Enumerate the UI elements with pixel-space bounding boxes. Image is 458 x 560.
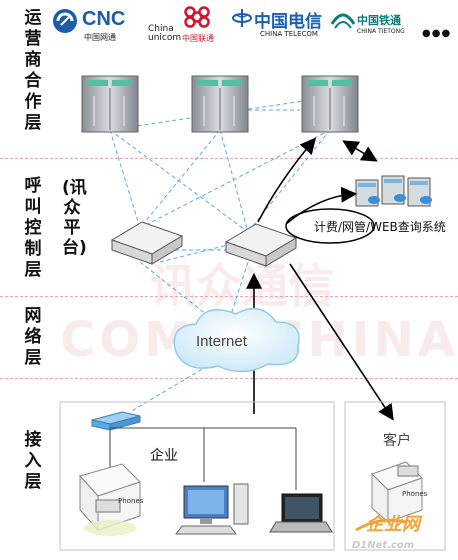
telecom-emblem-icon <box>232 9 252 27</box>
switch-right <box>224 223 298 267</box>
switch-left <box>110 221 184 265</box>
site-mark-swoosh <box>355 518 407 532</box>
layer-divider-3 <box>0 378 458 379</box>
billing-servers <box>355 175 432 207</box>
internet-label: Internet <box>196 333 247 350</box>
carrier-server-2 <box>191 75 249 133</box>
logo-tietong: 中国铁通 CHINA TIETONG <box>330 6 426 44</box>
more-carriers-ellipsis: ●●● <box>422 28 452 39</box>
internet-cloud <box>173 307 300 373</box>
desktop-computer <box>175 483 249 535</box>
laptop <box>269 493 333 533</box>
tietong-wordmark: 中国铁通 <box>357 14 401 27</box>
billing-label: 计费/网管/WEB查询系统 <box>314 220 446 234</box>
customer-label: 客户 <box>383 433 411 449</box>
site-logo-mark: 企业网 <box>366 514 420 535</box>
logo-telecom: 中国电信 CHINA TELECOM <box>232 6 324 44</box>
unicom-name: 中国联通 <box>182 34 214 43</box>
layer-divider-2 <box>0 296 458 297</box>
layer-label-carrier: 运营商合作层 <box>24 8 42 133</box>
cnc-emblem-icon <box>53 9 77 33</box>
tietong-name: CHINA TIETONG <box>357 28 405 35</box>
layer-label-access: 接入层 <box>24 430 42 492</box>
tietong-emblem-icon <box>330 13 356 29</box>
enterprise-phones-group <box>79 463 141 536</box>
layer-label-call-control: 呼叫控制层 <box>24 176 42 280</box>
layer-label-network: 网络层 <box>24 306 42 368</box>
platform-label: (讯众平台) <box>62 178 87 258</box>
cnc-wordmark: CNC <box>82 8 126 30</box>
customer-box <box>344 401 446 551</box>
telecom-name: CHINA TELECOM <box>260 30 318 38</box>
customer-phones-label: Phones <box>402 490 428 498</box>
unicom-knot-icon <box>184 6 210 28</box>
unicom-wordmark: unicom <box>148 33 182 43</box>
telecom-wordmark: 中国电信 <box>254 12 322 32</box>
gateway-device <box>91 411 141 431</box>
enterprise-wiring <box>109 427 297 490</box>
carrier-server-3 <box>301 75 359 133</box>
enterprise-phones-label: Phones <box>118 497 144 505</box>
site-url-mark: D1Net.com <box>352 540 415 551</box>
layer-divider-1 <box>0 158 458 159</box>
billing-ellipse <box>285 208 375 244</box>
customer-phones-group <box>371 461 423 524</box>
carrier-server-1 <box>81 75 139 133</box>
enterprise-box <box>59 401 335 551</box>
cnc-name: 中国网通 <box>84 33 116 42</box>
unicom-prefix: China <box>148 24 174 34</box>
logo-unicom: China unicom 中国联通 <box>146 6 230 44</box>
logo-cnc: CNC 中国网通 <box>50 6 140 44</box>
enterprise-label: 企业 <box>150 448 178 464</box>
